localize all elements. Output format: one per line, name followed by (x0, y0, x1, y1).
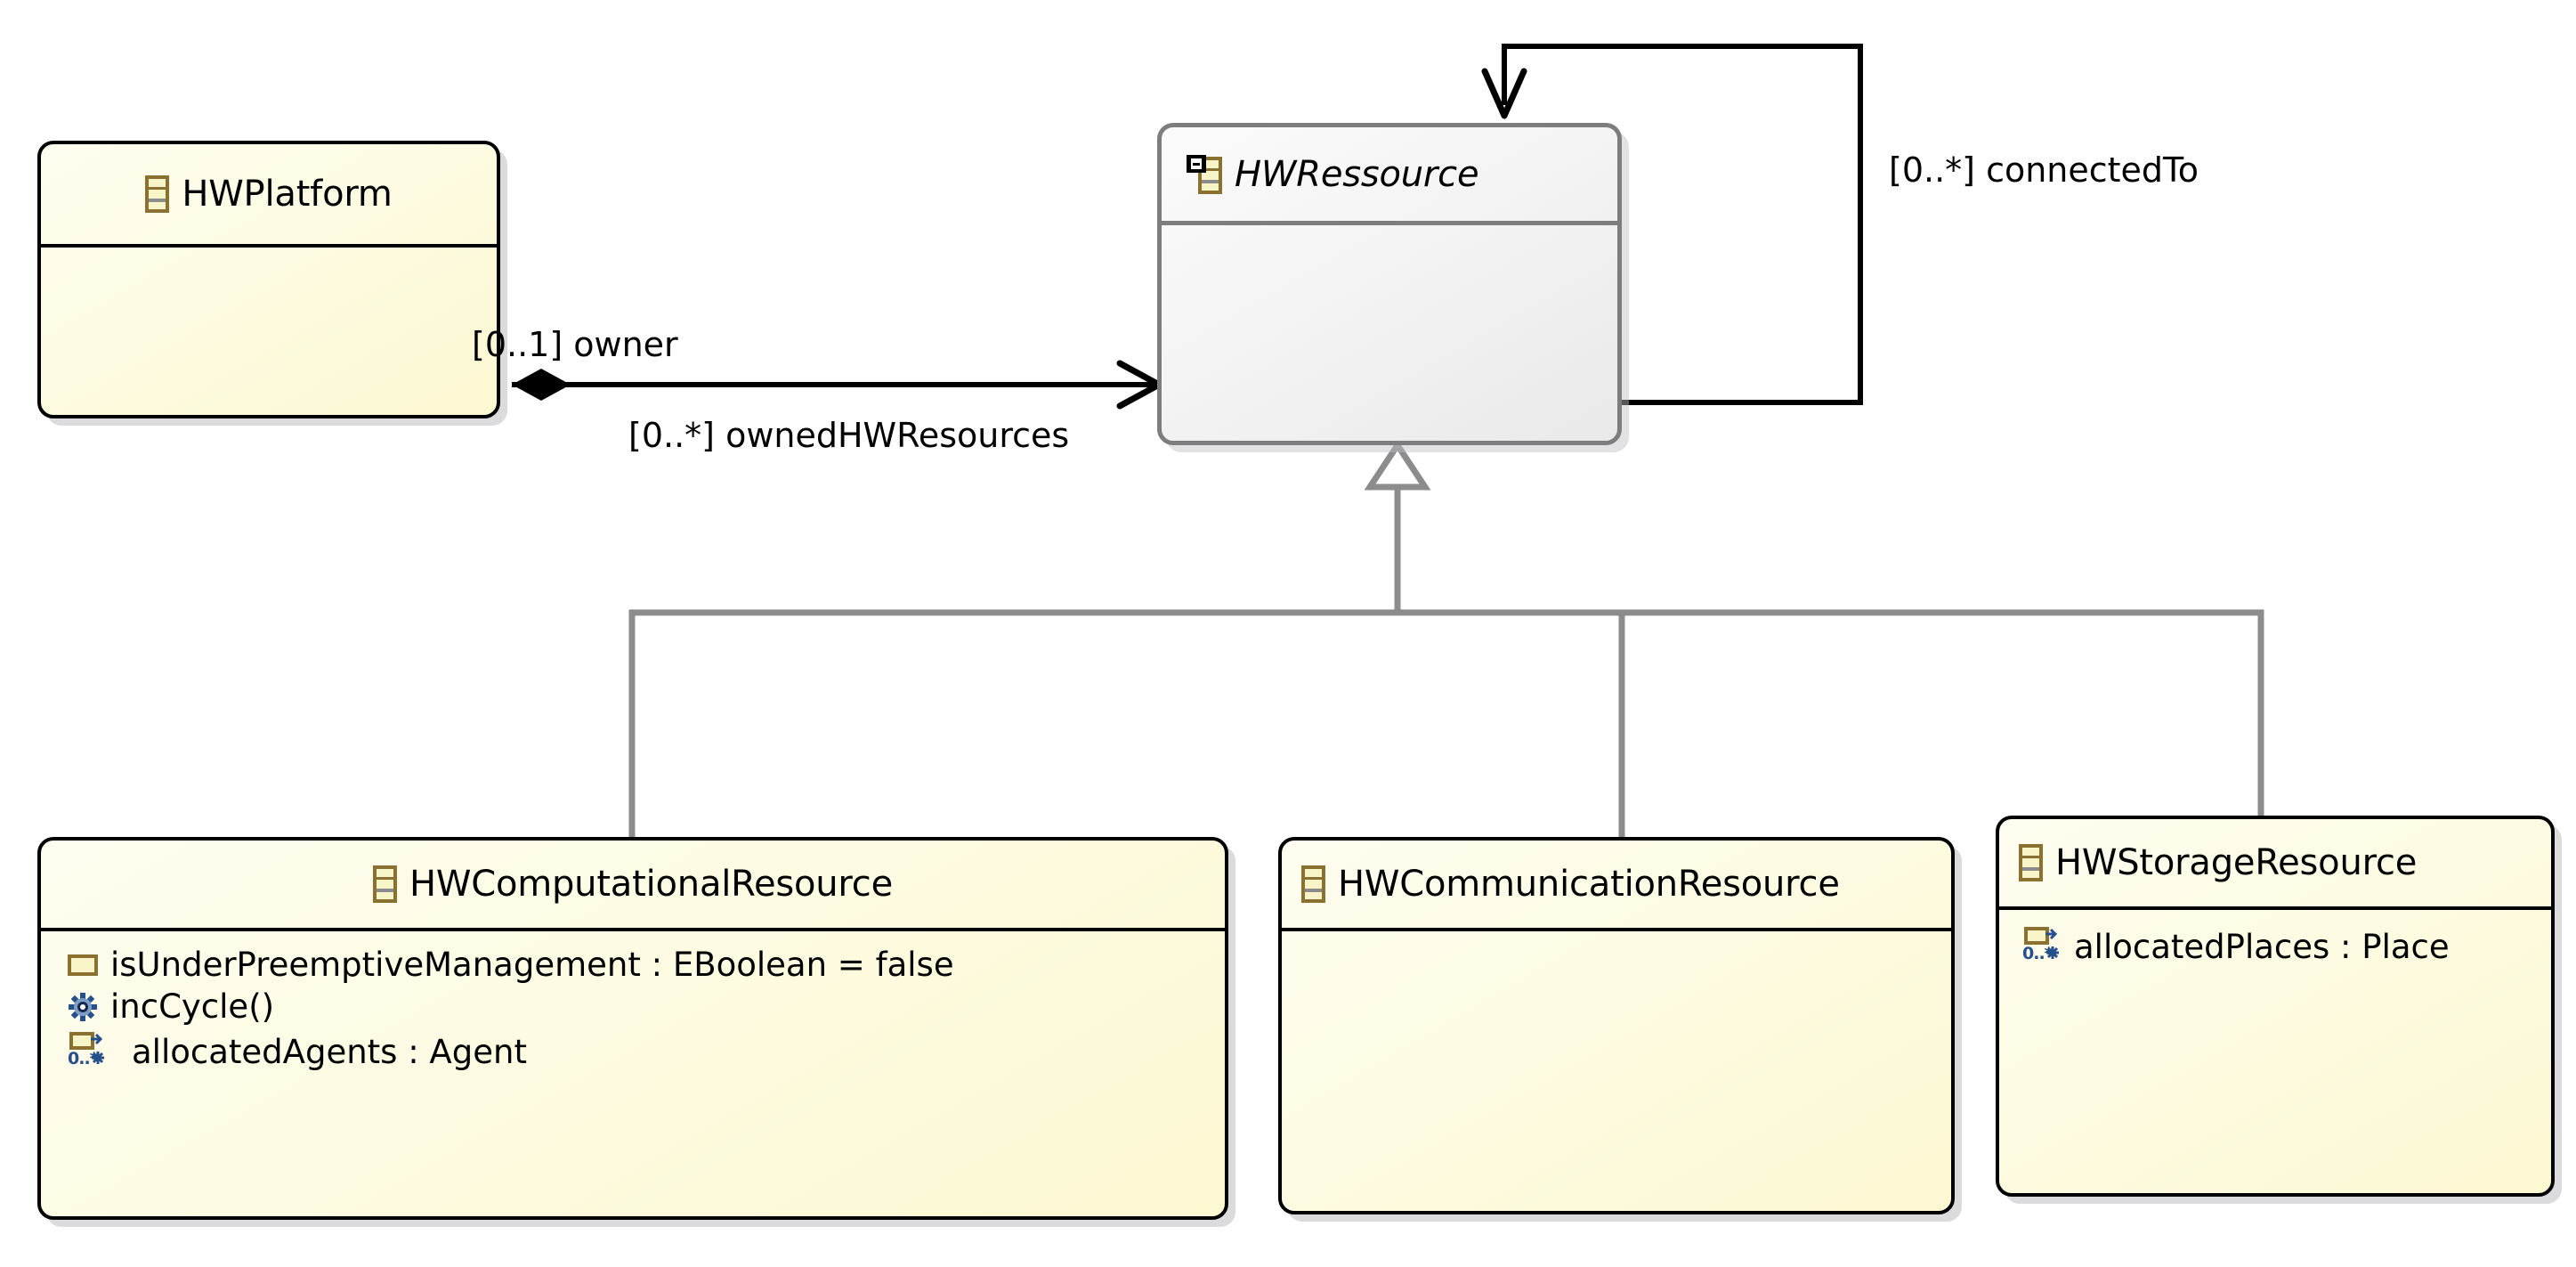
ereference-multiplicity: 0..* (68, 1049, 99, 1068)
ereference-multiplicity: 0..* (2022, 944, 2054, 963)
class-members-hwcomputationalresource: isUnderPreemptiveManagement : EBoolean =… (41, 931, 1225, 1216)
member-row[interactable]: 0..* allocatedAgents : Agent (41, 1027, 1225, 1076)
eattribute-icon (68, 954, 98, 976)
class-box-hwcommunicationresource[interactable]: HWCommunicationResource (1278, 837, 1955, 1214)
member-label-ref: allocatedAgents : Agent (132, 1032, 527, 1071)
edge-label-connectedto: [0..*] connectedTo (1889, 150, 2199, 190)
generalization-edges[interactable] (628, 439, 2264, 840)
eclass-icon (145, 175, 170, 213)
composition-edge-owner[interactable] (512, 360, 1162, 410)
edge-label-owner: [0..1] owner (472, 325, 678, 364)
eclass-abstract-icon (1187, 154, 1222, 194)
edge-label-ownedhwresources: [0..*] ownedHWResources (628, 416, 1070, 455)
eclass-icon (372, 865, 397, 903)
class-members-hwcommunicationresource (1282, 931, 1951, 1211)
class-divider (1999, 906, 2551, 910)
member-label: isUnderPreemptiveManagement : EBoolean =… (110, 946, 954, 984)
class-divider (41, 928, 1225, 931)
self-association-edge-connectedto[interactable] (1481, 44, 1863, 405)
class-box-hwstorageresource[interactable]: HWStorageResource 0..* (1996, 816, 2555, 1197)
member-label: incCycle() (110, 987, 275, 1026)
member-row[interactable]: incCycle() (41, 986, 1225, 1027)
class-title-hwplatform: HWPlatform (41, 144, 497, 244)
class-members-hwstorageresource: 0..* allocatedPlaces : Place (1999, 910, 2551, 1193)
class-name-label: HWComputationalResource (409, 864, 894, 905)
class-name-label: HWRessource (1235, 153, 1479, 195)
class-members-hwressource (1162, 225, 1617, 441)
ereference-icon: 0..* (2022, 926, 2062, 967)
class-box-hwcomputationalresource[interactable]: HWComputationalResource isUnderPreemptiv… (37, 837, 1228, 1220)
class-divider (41, 244, 497, 248)
class-box-hwplatform[interactable]: HWPlatform (37, 141, 500, 418)
class-members-hwplatform (41, 248, 497, 415)
class-name-label: HWPlatform (182, 174, 393, 215)
class-title-hwstorageresource: HWStorageResource (1999, 819, 2551, 906)
class-divider (1162, 221, 1617, 225)
class-name-label: HWStorageResource (2055, 842, 2418, 883)
class-title-hwcommunicationresource: HWCommunicationResource (1282, 841, 1951, 928)
member-row[interactable]: 0..* allocatedPlaces : Place (1999, 922, 2551, 971)
eclass-icon (1301, 865, 1325, 903)
eoperation-icon (68, 992, 98, 1022)
class-name-label: HWCommunicationResource (1338, 864, 1840, 905)
member-row[interactable]: isUnderPreemptiveManagement : EBoolean =… (41, 944, 1225, 986)
member-label: allocatedPlaces : Place (2074, 927, 2450, 966)
class-title-hwcomputationalresource: HWComputationalResource (41, 841, 1225, 928)
eclass-icon (2019, 844, 2043, 881)
class-title-hwressource: HWRessource (1162, 127, 1617, 221)
class-box-hwressource[interactable]: HWRessource (1157, 123, 1622, 445)
ereference-icon: 0..* (68, 1031, 107, 1072)
class-divider (1282, 928, 1951, 931)
